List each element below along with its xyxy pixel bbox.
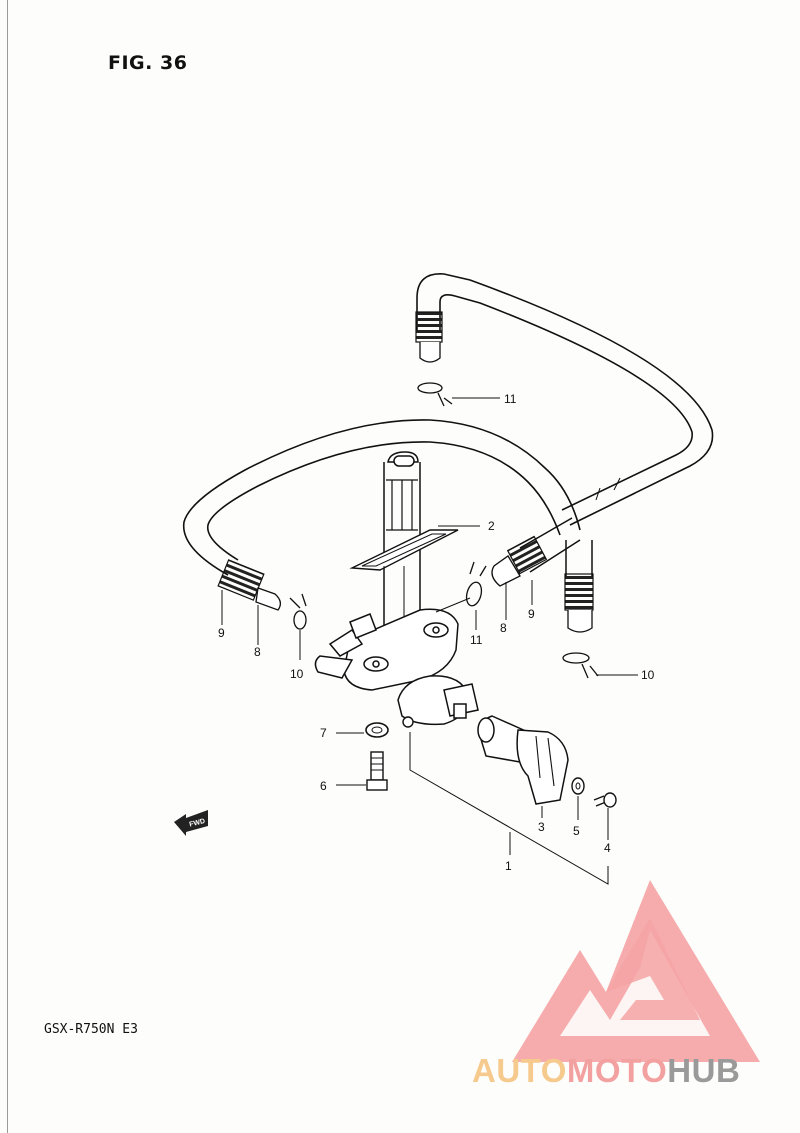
callout-11-top: 11	[504, 392, 517, 406]
leader-lines	[221, 397, 638, 885]
automotohub-logo-watermark: AUTOMOTOHUB	[472, 880, 760, 1089]
o-ring	[365, 722, 389, 738]
fuel-hose-lower	[182, 419, 581, 576]
hose-clip-mid	[465, 561, 487, 607]
callout-9-right: 9	[528, 607, 535, 621]
hose-connector-right	[491, 517, 581, 587]
hose-end-right-lower	[564, 540, 594, 633]
callout-11-mid: 11	[470, 633, 483, 647]
figure-title: FIG. 36	[108, 52, 188, 74]
mounting-bolt	[366, 751, 388, 791]
valve-side-screw	[402, 716, 414, 728]
hose-clip-right	[562, 652, 599, 679]
fuel-valve-lever	[477, 715, 569, 805]
callout-8-left: 8	[254, 645, 261, 659]
callout-8-right: 8	[500, 621, 507, 635]
lever-screw	[593, 792, 617, 808]
callout-10-right: 10	[641, 668, 655, 682]
washer	[571, 777, 585, 795]
callout-5: 5	[573, 824, 580, 838]
fuel-hose-upper	[416, 273, 714, 526]
logo-word: AUTOMOTOHUB	[472, 1052, 740, 1089]
callout-6: 6	[320, 779, 327, 793]
forward-arrow-icon: FWD	[174, 810, 208, 836]
fuel-strainer	[349, 451, 459, 648]
callout-2: 2	[488, 519, 495, 533]
callout-9-left: 9	[218, 626, 225, 640]
callout-1: 1	[505, 859, 512, 873]
hose-end-left	[217, 559, 282, 611]
model-code: GSX-R750N E3	[44, 1022, 138, 1037]
hose-end-upper	[415, 311, 443, 363]
fuel-valve-body	[314, 608, 479, 726]
callout-3: 3	[538, 820, 545, 834]
hose-clip-left	[289, 593, 307, 630]
callout-7: 7	[320, 726, 327, 740]
callout-4: 4	[604, 841, 611, 855]
page-edge-line	[7, 0, 8, 1133]
fwd-label: FWD	[189, 818, 206, 829]
callout-10-left: 10	[290, 667, 304, 681]
hose-clip-top	[417, 382, 453, 407]
